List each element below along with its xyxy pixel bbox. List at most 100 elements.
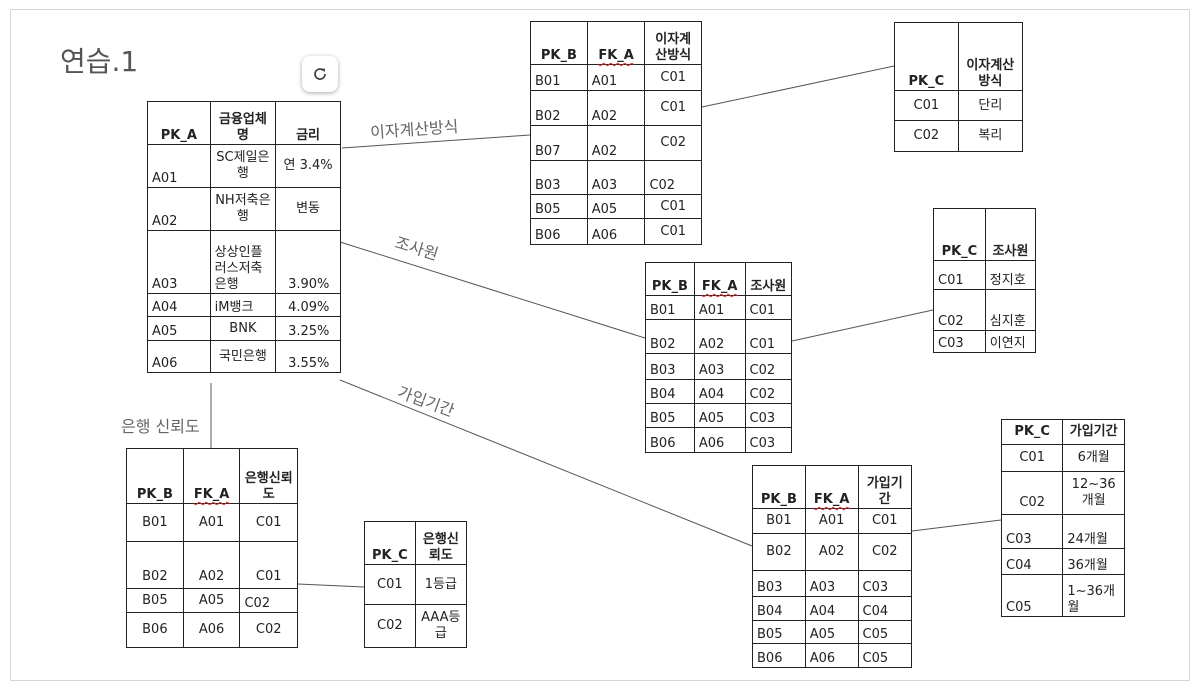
table-b-survey-cell: C02	[744, 353, 793, 380]
table-a-cell: NH저축은행	[209, 187, 277, 231]
table-c-trust-cell: AAA등급	[414, 604, 468, 648]
table-b-period-cell: C05	[857, 643, 913, 668]
table-b-trust-cell: B02	[126, 541, 184, 589]
table-c-interest-cell: 단리	[957, 90, 1024, 121]
table-a-cell: iM뱅크	[209, 293, 277, 317]
refresh-icon	[314, 68, 326, 80]
table-b-trust-cell: A01	[182, 503, 241, 542]
table-b-interest-cell: C02	[644, 160, 702, 195]
table-c-trust-header: PK_C	[364, 521, 416, 565]
table-b-survey-cell: A06	[693, 427, 746, 453]
table-c-period-cell: 36개월	[1062, 548, 1125, 575]
table-a-cell: 연 3.4%	[275, 144, 341, 188]
table-c-trust-cell: 1등급	[414, 564, 468, 605]
table-b-interest: PK_B FK_A 이자계산방식 B01 A01 C01 B02 A02 C01…	[530, 21, 702, 245]
table-b-survey: PK_B FK_A 조사원 B01 A01 C01 B02 A02 C01 B0…	[645, 262, 793, 453]
table-c-period-cell: C04	[1000, 548, 1064, 575]
table-b-interest-cell: C02	[644, 125, 702, 161]
table-c-interest-header: PK_C	[894, 22, 959, 91]
table-b-period: PK_B FK_A 가입기간 B01 A01 C01 B02 A02 C02 B…	[752, 465, 913, 668]
table-c-period-cell: C05	[1000, 574, 1064, 617]
table-b-interest-cell: B06	[530, 218, 588, 245]
table-c-trust-cell: C01	[364, 564, 416, 605]
refresh-button[interactable]	[302, 56, 338, 92]
table-b-trust-cell: B06	[126, 612, 184, 648]
table-b-interest-cell: C01	[644, 64, 702, 91]
table-c-survey-header: 조사원	[984, 208, 1037, 261]
table-b-survey-cell: C02	[744, 379, 793, 404]
table-b-period-cell: C04	[857, 596, 913, 621]
table-b-interest-cell: A01	[586, 64, 646, 91]
table-b-survey-cell: A04	[693, 379, 746, 404]
fk-a-text: FK_A	[193, 487, 230, 502]
fk-a-text: FK_A	[813, 492, 850, 507]
table-b-period-header: 가입기간	[857, 465, 913, 509]
table-a-cell: A01	[147, 144, 211, 188]
table-a-header: 금융업체명	[209, 101, 277, 145]
table-b-period-cell: A04	[804, 596, 859, 621]
table-a-cell: A02	[147, 187, 211, 231]
table-b-trust-cell: C02	[239, 588, 298, 613]
table-b-interest-cell: C01	[644, 90, 702, 126]
table-b-period-cell: C03	[857, 570, 913, 597]
table-b-survey-header: PK_B	[645, 262, 695, 296]
table-c-period-cell: C03	[1000, 514, 1064, 549]
table-a: PK_A 금융업체명 금리 A01 SC제일은행 연 3.4% A02 NH저축…	[147, 101, 341, 373]
table-b-trust-header: FK_A	[182, 448, 241, 504]
table-a-cell: SC제일은행	[209, 144, 277, 188]
table-b-interest-cell: A06	[586, 218, 646, 245]
table-b-interest-cell: A05	[586, 194, 646, 219]
table-b-trust-cell: B01	[126, 503, 184, 542]
table-c-period-cell: 24개월	[1062, 514, 1125, 549]
line-a-to-period	[339, 379, 753, 547]
table-a-cell: 4.09%	[275, 293, 341, 317]
table-c-survey-cell: C03	[933, 330, 986, 353]
table-b-interest-cell: B07	[530, 125, 588, 161]
line-a-to-survey	[339, 241, 646, 339]
table-b-period-cell: A05	[804, 620, 859, 644]
table-b-interest-cell: B03	[530, 160, 588, 195]
line-interest-to-c	[701, 65, 895, 108]
table-b-survey-cell: C01	[744, 295, 793, 320]
table-c-survey-cell: 심지훈	[984, 289, 1037, 331]
table-b-period-cell: A03	[804, 570, 859, 597]
table-c-trust-cell: C02	[364, 604, 416, 648]
table-b-survey-cell: A03	[693, 353, 746, 380]
table-b-interest-cell: A02	[586, 90, 646, 126]
table-b-trust-cell: A02	[182, 541, 241, 589]
table-a-header: 금리	[275, 101, 341, 145]
table-b-survey-cell: B04	[645, 379, 695, 404]
line-a-to-interest	[341, 134, 531, 149]
table-c-period-cell: 6개월	[1062, 444, 1125, 472]
table-b-survey-cell: A01	[693, 295, 746, 320]
table-b-period-cell: A01	[804, 508, 859, 534]
table-b-trust-cell: A06	[182, 612, 241, 648]
table-c-survey-cell: 정지호	[984, 260, 1037, 290]
table-b-interest-cell: A02	[586, 125, 646, 161]
table-c-survey-cell: C01	[933, 260, 986, 290]
table-c-period-cell: 1~36개월	[1062, 574, 1125, 617]
table-b-period-cell: C01	[857, 508, 913, 534]
table-b-survey-header: 조사원	[744, 262, 793, 296]
table-b-interest-cell: C01	[644, 194, 702, 219]
table-c-period: PK_C 가입기간 C01 6개월 C02 12~36개월 C03 24개월 C…	[1000, 419, 1125, 617]
table-a-cell: 변동	[275, 187, 341, 231]
line-trust-to-c	[297, 583, 365, 588]
table-c-interest-cell: C01	[894, 90, 959, 121]
table-b-period-cell: C05	[857, 620, 913, 644]
table-a-cell: 국민은행	[209, 340, 277, 373]
table-b-interest-cell: C01	[644, 218, 702, 245]
table-c-period-cell: 12~36개월	[1062, 471, 1125, 515]
line-survey-to-c	[791, 309, 934, 342]
table-a-cell: A05	[147, 316, 211, 341]
table-b-period-cell: B03	[752, 570, 806, 597]
table-b-interest-header: PK_B	[530, 21, 588, 65]
fk-a-text: FK_A	[598, 48, 634, 63]
table-b-survey-cell: B05	[645, 403, 695, 428]
table-c-period-header: PK_C	[1000, 419, 1064, 445]
table-b-period-cell: B04	[752, 596, 806, 621]
table-b-survey-cell: B01	[645, 295, 695, 320]
table-b-survey-header: FK_A	[693, 262, 746, 296]
